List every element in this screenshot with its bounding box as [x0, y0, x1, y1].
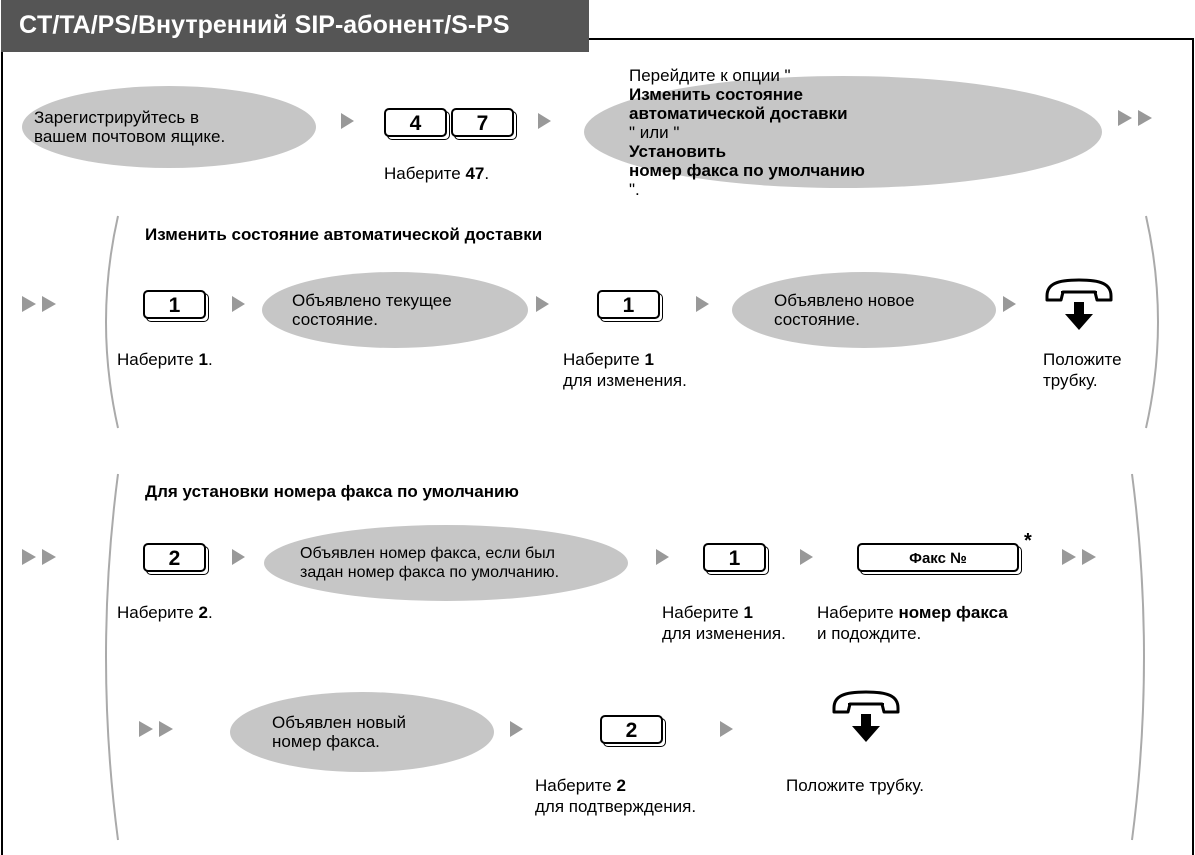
oval-text-line: номер факса. [272, 732, 380, 751]
oval-bold: номер факса по умолчанию [629, 160, 865, 180]
caption-text: Положите [1043, 350, 1122, 369]
oval-text: " или " [629, 122, 680, 142]
arrow-icon [696, 296, 709, 312]
key-7: 7 [451, 108, 514, 137]
diagram-frame [1, 38, 1194, 855]
oval-text-line: задан номер факса по умолчанию. [300, 564, 560, 581]
oval-text-line: Объявлен номер факса, если был [300, 545, 556, 562]
section1-title: Изменить состояние автоматической достав… [145, 225, 543, 244]
caption-text: Наберите [384, 164, 466, 183]
oval-new-state: Объявлено новое состояние. [732, 272, 996, 348]
caption-bold: 1 [743, 603, 753, 622]
double-arrow-icon [139, 721, 177, 737]
oval-bold: Изменить состояние [629, 84, 803, 104]
oval-text-line: вашем почтовом ящике. [34, 127, 226, 146]
hangup-caption: Положите трубку. [786, 776, 924, 795]
oval-text-line: состояние. [292, 310, 378, 329]
change-caption: Наберите 1 для изменения. [662, 602, 786, 644]
caption-text: Наберите [817, 603, 899, 622]
dial-1-caption: Наберите 1. [117, 349, 213, 370]
oval-login: Зарегистрируйтесь в вашем почтовом ящике… [22, 86, 316, 168]
double-arrow-icon [22, 549, 60, 565]
caption-bold: 1 [198, 350, 208, 369]
oval-text-line: Объявлено новое [774, 291, 915, 310]
oval-text-line: Объявлен новый [272, 713, 406, 732]
caption-bold: 1 [644, 350, 654, 369]
caption-text: для изменения. [662, 624, 786, 643]
dial-47-caption: Наберите 47. [384, 163, 489, 184]
oval-text: Перейдите к опции " [629, 65, 791, 85]
arrow-icon [1003, 296, 1016, 312]
footnote-star: * [1024, 530, 1032, 552]
arrow-icon [800, 549, 813, 565]
oval-text-line: Объявлено текущее [292, 291, 452, 310]
key-1: 1 [597, 290, 660, 319]
handset-hangup-icon [832, 690, 900, 742]
caption-text: . [484, 164, 490, 183]
caption-text: для подтверждения. [535, 797, 697, 816]
oval-bold: Установить [629, 141, 727, 161]
oval-new-fax: Объявлен новый номер факса. [230, 692, 494, 772]
handset-hangup-icon [1045, 278, 1113, 330]
key-fax-number: Факс № [857, 543, 1019, 572]
left-parenthesis [105, 215, 119, 429]
caption-text: Наберите [117, 603, 199, 622]
oval-current-state: Объявлено текущее состояние. [262, 272, 528, 348]
oval-text-line: Перейдите к опции "Изменить состояние [629, 66, 865, 104]
caption-text: и подождите. [817, 624, 922, 643]
right-parenthesis [1131, 473, 1145, 841]
oval-text-line: автоматической доставки" или "Установить [629, 104, 865, 161]
section2-title: Для установки номера факса по умолчанию [145, 482, 519, 501]
arrow-icon [720, 721, 733, 737]
oval-text-line: состояние. [774, 310, 860, 329]
key-1: 1 [143, 290, 206, 319]
arrow-icon [538, 113, 551, 129]
caption-text: Наберите [662, 603, 744, 622]
arrow-icon [232, 296, 245, 312]
oval-text-line: Зарегистрируйтесь в [34, 108, 199, 127]
oval-text-line: номер факса по умолчанию". [629, 161, 865, 199]
caption-text: для изменения. [563, 371, 687, 390]
arrow-icon [536, 296, 549, 312]
fax-number-caption: Наберите номер факса и подождите. [817, 602, 1008, 644]
oval-fax-announced: Объявлен номер факса, если был задан ном… [264, 525, 628, 601]
left-parenthesis [105, 473, 119, 841]
hangup-caption: Положите трубку. [1043, 349, 1122, 391]
change-caption: Наберите 1 для изменения. [563, 349, 687, 391]
caption-text: Наберите [117, 350, 199, 369]
key-2: 2 [600, 715, 663, 744]
caption-bold: 47 [465, 164, 485, 183]
arrow-icon [341, 113, 354, 129]
key-1: 1 [703, 543, 766, 572]
caption-text: . [207, 350, 213, 369]
key-2: 2 [143, 543, 206, 572]
page-title: CT/TA/PS/Внутренний SIP-абонент/S-PS [1, 0, 589, 52]
arrow-icon [656, 549, 669, 565]
caption-bold: номер факса [898, 603, 1008, 622]
confirm-caption: Наберите 2 для подтверждения. [535, 775, 696, 817]
caption-text: трубку. [1043, 371, 1098, 390]
oval-text: ". [629, 179, 640, 199]
caption-text: Наберите [535, 776, 617, 795]
oval-goto-option: Перейдите к опции "Изменить состояние ав… [584, 66, 1102, 199]
arrow-icon [510, 721, 523, 737]
double-arrow-icon [1062, 549, 1100, 565]
double-arrow-icon [1118, 110, 1156, 126]
double-arrow-icon [22, 296, 60, 312]
caption-bold: 2 [198, 603, 208, 622]
caption-text: Наберите [563, 350, 645, 369]
arrow-icon [232, 549, 245, 565]
caption-text: . [207, 603, 213, 622]
caption-bold: 2 [616, 776, 626, 795]
key-4: 4 [384, 108, 447, 137]
dial-2-caption: Наберите 2. [117, 602, 213, 623]
oval-bold: автоматической доставки [629, 103, 848, 123]
right-parenthesis [1145, 215, 1159, 429]
